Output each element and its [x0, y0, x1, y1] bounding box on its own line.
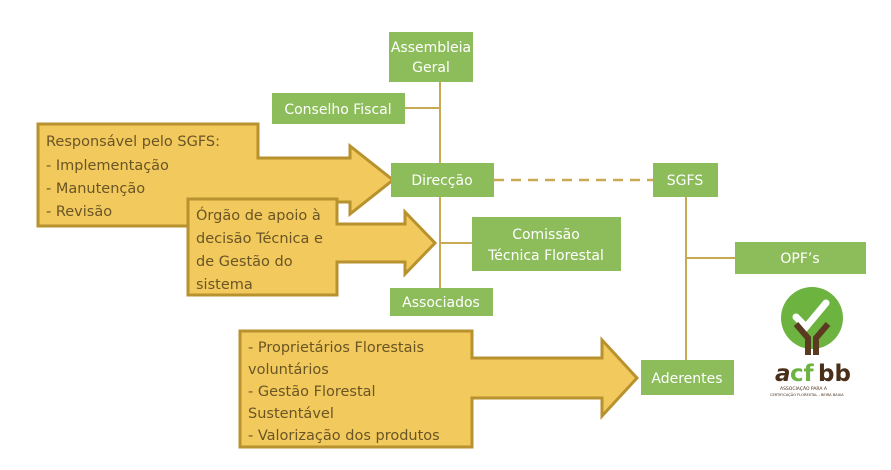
node-opfs: OPF’s: [735, 242, 866, 274]
callout-line: Sustentável: [248, 406, 334, 422]
node-label: Assembleia: [391, 40, 471, 56]
callout-line: Órgão de apoio à: [196, 206, 321, 224]
callout-line: de Gestão do: [196, 254, 293, 270]
callout-technical-support: Órgão de apoio à decisão Técnica e de Ge…: [186, 197, 438, 297]
node-comissao-tecnica: Comissão Técnica Florestal: [472, 217, 621, 271]
node-assembleia-geral: Assembleia Geral: [389, 32, 473, 82]
callout-line: Responsável pelo SGFS:: [46, 134, 220, 150]
callout-members: - Proprietários Florestais voluntários -…: [238, 329, 640, 449]
callout-line: - Proprietários Florestais: [248, 340, 424, 356]
node-label: Conselho Fiscal: [284, 102, 391, 118]
node-label: SGFS: [667, 173, 704, 189]
callout-line: - Valorização dos produtos: [248, 428, 440, 444]
svg-text:ASSOCIAÇÃO PARA A: ASSOCIAÇÃO PARA A: [780, 385, 828, 392]
node-label: Aderentes: [651, 371, 722, 387]
node-label: OPF’s: [780, 251, 819, 267]
callout-line: sistema: [196, 277, 253, 293]
callout-line: - Gestão Florestal: [248, 384, 376, 400]
acfbb-logo: a cf bb ASSOCIAÇÃO PARA A CERTIFICAÇÃO F…: [770, 287, 851, 397]
node-label: Comissão: [512, 227, 580, 243]
node-associados: Associados: [390, 288, 493, 316]
callout-line: decisão Técnica e: [196, 231, 323, 247]
svg-text:bb: bb: [818, 361, 851, 387]
node-label: Direcção: [411, 173, 472, 189]
node-sgfs: SGFS: [653, 163, 718, 197]
callout-line: voluntários: [248, 362, 329, 378]
callout-line: - Implementação: [46, 158, 169, 174]
node-label: Geral: [412, 60, 450, 76]
svg-text:a: a: [775, 361, 791, 387]
node-label: Técnica Florestal: [487, 248, 604, 264]
node-label: Associados: [402, 295, 480, 311]
checkmark-icon: [792, 299, 830, 333]
node-direccao: Direcção: [391, 163, 494, 197]
node-aderentes: Aderentes: [641, 360, 734, 395]
node-conselho-fiscal: Conselho Fiscal: [272, 93, 405, 124]
svg-text:CERTIFICAÇÃO FLORESTAL - BEIRA: CERTIFICAÇÃO FLORESTAL - BEIRA BAIXA: [770, 392, 844, 397]
callout-line: - Revisão: [46, 204, 112, 220]
callout-line: - Manutenção: [46, 181, 145, 197]
svg-text:cf: cf: [790, 361, 815, 387]
